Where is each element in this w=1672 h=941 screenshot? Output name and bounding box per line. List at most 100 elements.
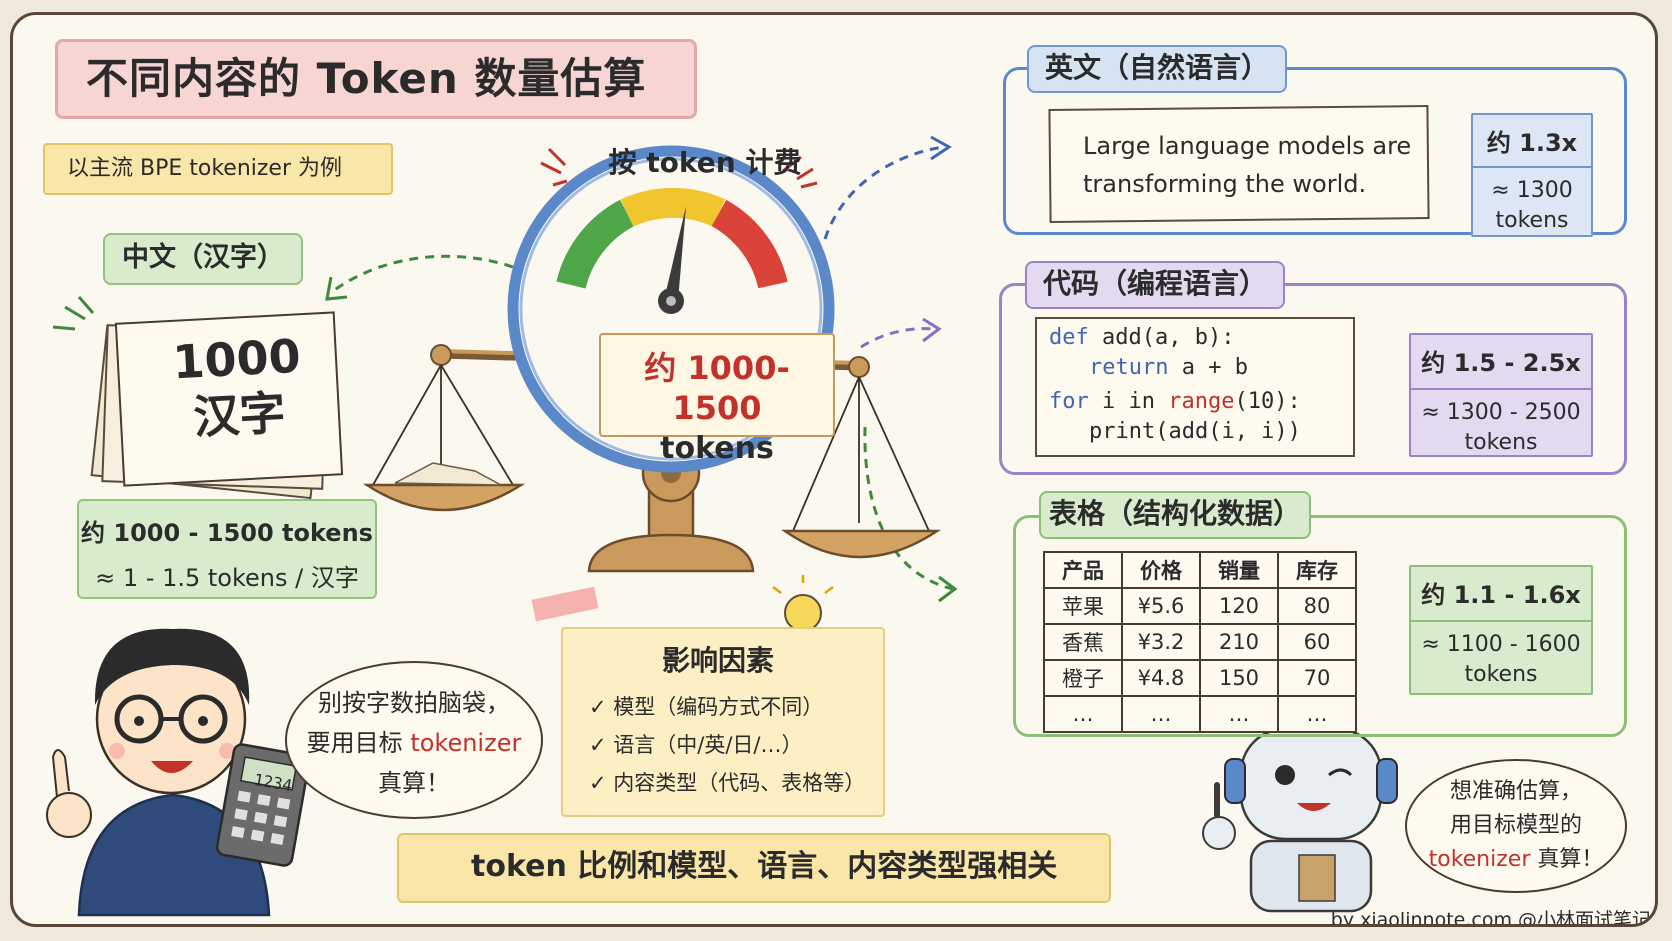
english-label: 英文（自然语言） bbox=[1027, 45, 1287, 93]
code-text: print(add(i, i)) bbox=[1089, 419, 1301, 444]
code-estimate-unit: tokens bbox=[1464, 430, 1538, 455]
table-row: 苹果 ¥5.6 120 80 bbox=[1043, 587, 1357, 625]
gauge-needle bbox=[664, 206, 687, 303]
bubble-boy-line-1: 别按字数拍脑袋， bbox=[318, 689, 510, 717]
arrow-to-table-head bbox=[938, 575, 958, 603]
chinese-result-total: 约 1000 - 1500 tokens bbox=[81, 519, 373, 547]
english-ratio-card: 约 1.3x ≈ 1300 tokens bbox=[1471, 113, 1593, 237]
table-cell: … bbox=[1277, 695, 1357, 733]
code-keyword: def bbox=[1049, 325, 1089, 350]
english-panel bbox=[1003, 67, 1627, 235]
arrow-to-code-head bbox=[922, 317, 942, 343]
table-panel bbox=[1013, 515, 1627, 737]
table-header-cell: 产品 bbox=[1043, 551, 1123, 589]
table-estimate-value: ≈ 1100 - 1600 bbox=[1421, 632, 1581, 657]
code-estimate-value: ≈ 1300 - 2500 bbox=[1421, 400, 1581, 425]
code-keyword: for bbox=[1049, 389, 1089, 414]
summary-banner: token 比例和模型、语言、内容类型强相关 bbox=[397, 833, 1111, 903]
calculator-icon bbox=[215, 743, 311, 867]
arrow-to-chinese bbox=[332, 254, 514, 293]
table-label: 表格（结构化数据） bbox=[1039, 491, 1311, 539]
arrow-to-english bbox=[823, 145, 944, 240]
bubble-robot-line-3: tokenizer 真算！ bbox=[1407, 843, 1625, 877]
page-title: 不同内容的 Token 数量估算 bbox=[55, 39, 697, 119]
code-text: i in bbox=[1088, 389, 1169, 414]
chinese-label: 中文（汉字） bbox=[103, 233, 303, 285]
factors-title: 影响因素 bbox=[661, 644, 774, 677]
factor-item-content-type: ✓ 内容类型（代码、表格等） bbox=[589, 771, 866, 795]
arrow-to-english-head bbox=[930, 135, 952, 161]
code-line-4: print(add(i, i)) bbox=[1089, 419, 1301, 444]
bpe-tag: 以主流 BPE tokenizer 为例 bbox=[43, 143, 393, 195]
arrow-to-code bbox=[860, 327, 936, 349]
english-ratio: 约 1.3x bbox=[1473, 123, 1591, 168]
english-sample-text: Large language models are transforming t… bbox=[1083, 127, 1413, 203]
arrow-to-table bbox=[863, 426, 954, 591]
code-function: range bbox=[1168, 389, 1235, 414]
bubble-boy-text: 要用目标 bbox=[306, 729, 411, 757]
gauge-red-arc bbox=[711, 199, 788, 289]
bubble-robot-text: 真算！ bbox=[1530, 847, 1604, 872]
table-cell: ¥3.2 bbox=[1121, 623, 1201, 661]
code-ratio: 约 1.5 - 2.5x bbox=[1411, 343, 1591, 390]
gauge-green-arc bbox=[556, 199, 635, 289]
table-cell: 60 bbox=[1277, 623, 1357, 661]
table-row: 橙子 ¥4.8 150 70 bbox=[1043, 659, 1357, 697]
code-line-1: def add(a, b): bbox=[1049, 325, 1234, 350]
arrow-to-chinese-head bbox=[325, 276, 348, 301]
table-cell: … bbox=[1043, 695, 1123, 733]
gauge-yellow-arc bbox=[620, 188, 726, 227]
factor-item-model: ✓ 模型（编码方式不同） bbox=[589, 695, 824, 719]
bubble-robot-highlight: tokenizer bbox=[1428, 847, 1531, 872]
table-cell: … bbox=[1121, 695, 1201, 733]
code-keyword: return bbox=[1089, 355, 1169, 380]
bubble-boy-line-2: 要用目标 tokenizer bbox=[287, 723, 541, 763]
sparkle-left bbox=[540, 147, 568, 187]
chinese-result: 约 1000 - 1500 tokens ≈ 1 - 1.5 tokens / … bbox=[77, 499, 377, 599]
bubble-robot-line-1: 想准确估算， bbox=[1449, 779, 1582, 804]
sparkle-right bbox=[782, 155, 818, 189]
code-line-3: for i in range(10): bbox=[1049, 389, 1301, 414]
chinese-paper-unit: 汉字 bbox=[192, 385, 287, 445]
table-estimate-unit: tokens bbox=[1464, 662, 1538, 687]
sales-table: 产品 价格 销量 库存 苹果 ¥5.6 120 80 香蕉 ¥3.2 210 6… bbox=[1043, 551, 1357, 733]
bubble-robot-line-2: 用目标模型的 bbox=[1449, 813, 1582, 838]
code-text: add(a, b): bbox=[1088, 325, 1235, 350]
table-header-cell: 销量 bbox=[1199, 551, 1279, 589]
code-line-2: return a + b bbox=[1089, 355, 1248, 380]
speech-bubble-robot: 想准确估算， 用目标模型的 tokenizer 真算！ bbox=[1405, 759, 1627, 893]
table-cell: … bbox=[1199, 695, 1279, 733]
table-cell: 210 bbox=[1199, 623, 1279, 661]
tape-decoration bbox=[531, 586, 599, 622]
chinese-result-ratio: ≈ 1 - 1.5 tokens / 汉字 bbox=[95, 564, 359, 592]
speech-bubble-boy: 别按字数拍脑袋， 要用目标 tokenizer 真算！ bbox=[285, 661, 543, 819]
english-sample-line-1: Large language models are bbox=[1083, 132, 1412, 160]
table-header-cell: 库存 bbox=[1277, 551, 1357, 589]
code-sample-paper bbox=[1035, 317, 1355, 457]
code-label: 代码（编程语言） bbox=[1025, 261, 1285, 309]
gauge-readout: 约 1000-1500 tokens bbox=[599, 333, 835, 466]
clipboard-icon bbox=[1298, 854, 1336, 902]
factor-item-language: ✓ 语言（中/英/日/…） bbox=[589, 733, 803, 757]
table-row: … … … … bbox=[1043, 695, 1357, 733]
chinese-paper-text: 1000 汉字 bbox=[140, 326, 336, 448]
english-sample-line-2: transforming the world. bbox=[1083, 170, 1367, 198]
bubble-boy-highlight: tokenizer bbox=[410, 729, 522, 757]
chinese-paper-count: 1000 bbox=[171, 328, 302, 390]
table-cell: ¥4.8 bbox=[1121, 659, 1201, 697]
gauge-readout-range: 约 1000-1500 bbox=[644, 349, 790, 427]
gauge-title: 按 token 计费 bbox=[608, 146, 802, 179]
table-ratio-card: 约 1.1 - 1.6x ≈ 1100 - 1600 tokens bbox=[1409, 565, 1593, 695]
table-cell: ¥5.6 bbox=[1121, 587, 1201, 625]
code-text: (10): bbox=[1234, 389, 1301, 414]
table-header-row: 产品 价格 销量 库存 bbox=[1043, 551, 1357, 589]
factors-note bbox=[561, 627, 885, 817]
table-row: 香蕉 ¥3.2 210 60 bbox=[1043, 623, 1357, 661]
table-header-cell: 价格 bbox=[1121, 551, 1201, 589]
table-cell: 150 bbox=[1199, 659, 1279, 697]
code-panel bbox=[999, 283, 1627, 475]
table-cell: 120 bbox=[1199, 587, 1279, 625]
table-cell: 苹果 bbox=[1043, 587, 1123, 625]
page-frame: 不同内容的 Token 数量估算 以主流 BPE tokenizer 为例 bbox=[10, 12, 1658, 927]
table-cell: 橙子 bbox=[1043, 659, 1123, 697]
